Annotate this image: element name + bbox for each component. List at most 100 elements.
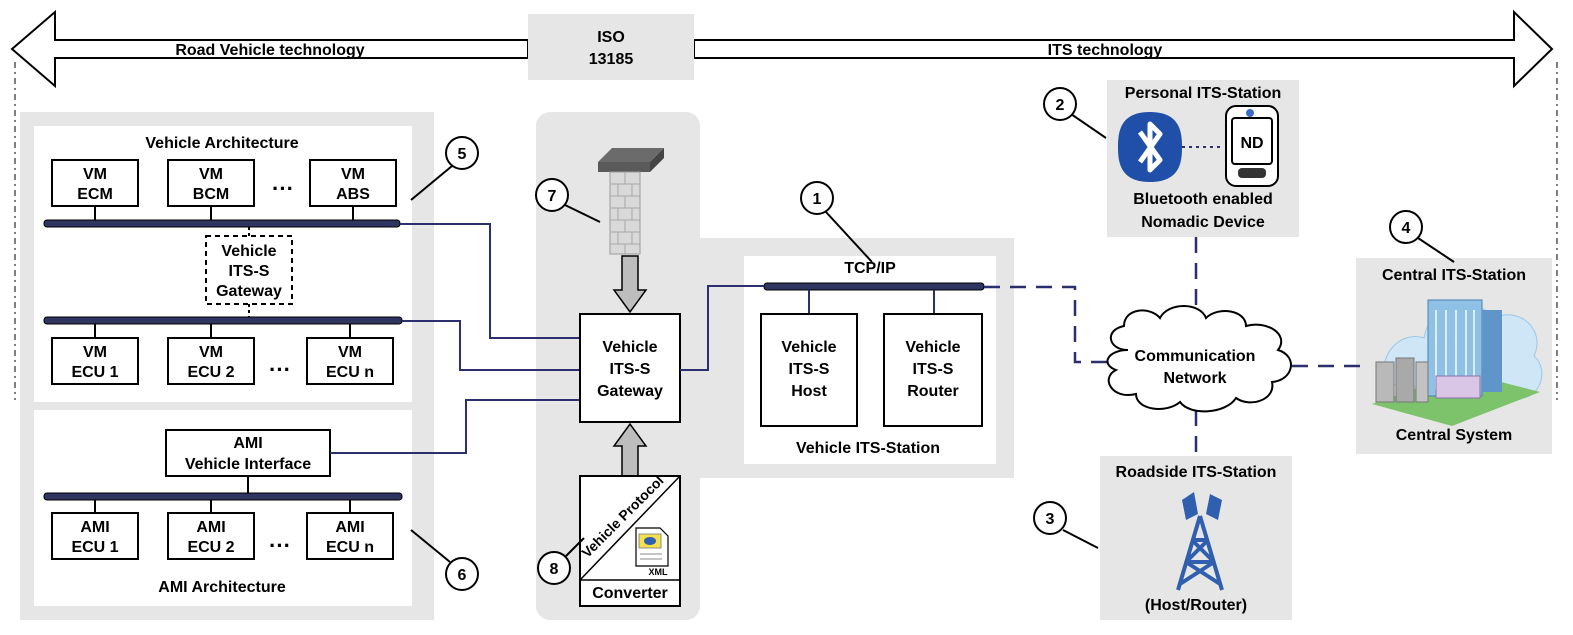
vehicle-its-station: TCP/IP Vehicle ITS-S Host Vehicle ITS-S …	[744, 256, 996, 464]
vm-ecun-l2: ECU n	[326, 364, 374, 381]
vehicle-bottom-bus	[43, 316, 403, 325]
ami-ecu1-l2: ECU 1	[71, 539, 118, 556]
callouts: 1 2 3 4 5 6 7 8	[410, 87, 1455, 591]
vm-ecu1-l2: ECU 1	[71, 364, 118, 381]
callout-3-label: 3	[1046, 511, 1055, 528]
ami-interface-l2: Vehicle Interface	[185, 456, 311, 473]
vehicle-gateway-l1: Vehicle	[221, 243, 276, 260]
banner: Road Vehicle technology ISO 13185 ITS te…	[10, 9, 1558, 400]
vm-ecu2-l2: ECU 2	[187, 364, 234, 381]
ami-ecu2-l1: AMI	[196, 519, 225, 536]
callout-5	[445, 136, 479, 170]
callout-7-label: 7	[548, 188, 557, 205]
callout-8	[537, 551, 571, 585]
vehicle-gateway-l2: ITS-S	[229, 263, 270, 280]
vehicle-top-bus	[43, 219, 401, 228]
ami-interface-l1: AMI	[233, 435, 262, 452]
roadside-caption: (Host/Router)	[1145, 597, 1247, 614]
iso-label: ISO	[597, 29, 625, 46]
vm-ecu2-box	[167, 337, 255, 385]
building-icon	[1372, 299, 1543, 426]
callout-2	[1043, 87, 1077, 121]
its-host-l1: Vehicle	[781, 339, 836, 356]
vehicle-arch-title: Vehicle Architecture	[145, 135, 298, 152]
gateway-wires	[330, 223, 580, 454]
ami-ecun-l1: AMI	[335, 519, 364, 536]
center-gateway-l1: Vehicle	[602, 339, 657, 356]
vm-bcm-l1: VM	[199, 166, 223, 183]
center-gateway-l2: ITS-S	[610, 361, 651, 378]
ami-ecu2-box	[167, 512, 255, 560]
central-caption: Central System	[1396, 427, 1513, 444]
ami-ecun-l2: ECU n	[326, 539, 374, 556]
ami-ecu1-l1: AMI	[80, 519, 109, 536]
road-vehicle-label: Road Vehicle technology	[175, 42, 364, 59]
right-arrow	[693, 9, 1554, 89]
network-links	[984, 237, 1360, 456]
vm-ecm-box	[51, 159, 139, 207]
ami-bus	[43, 492, 403, 501]
roadside-its-station: Roadside ITS-Station (Host/Router)	[1116, 464, 1277, 614]
callout-4	[1389, 210, 1423, 244]
firewall-arrow	[612, 255, 648, 314]
personal-caption-l1: Bluetooth enabled	[1133, 191, 1273, 208]
vehicle-architecture: Vehicle Architecture VM ECM VM BCM ··· V…	[34, 126, 412, 402]
vm-ecu1-box	[51, 337, 139, 385]
gateway-to-tcpip-wire	[680, 285, 764, 371]
vm-ecu2-l1: VM	[199, 344, 223, 361]
personal-title: Personal ITS-Station	[1125, 85, 1281, 102]
firewall-icon	[598, 148, 664, 255]
its-router-box	[883, 313, 983, 427]
vm-ecm-l1: VM	[83, 166, 107, 183]
vm-abs-l1: VM	[341, 166, 365, 183]
its-router-l3: Router	[907, 383, 959, 400]
ami-interface-box	[165, 429, 331, 477]
callout-4-label: 4	[1402, 220, 1411, 237]
vehicle-gateway-l3: Gateway	[216, 283, 282, 300]
callout-8-label: 8	[550, 561, 559, 578]
center-gateway-l3: Gateway	[597, 383, 663, 400]
its-station-title: Vehicle ITS-Station	[796, 440, 940, 457]
iso-number: 13185	[589, 51, 634, 68]
its-technology-label: ITS technology	[1048, 42, 1163, 59]
vehicle-gateway-box	[205, 235, 293, 305]
ami-ecu2-l2: ECU 2	[187, 539, 234, 556]
ami-ecu1-box	[51, 512, 139, 560]
personal-its-station: Personal ITS-Station ND Bluetooth enable…	[1118, 85, 1281, 231]
xml-label: XML	[649, 567, 669, 577]
nd-label: ND	[1240, 135, 1263, 152]
xml-file-icon	[635, 527, 669, 567]
ami-architecture: AMI Vehicle Interface AMI ECU 1 AMI ECU …	[34, 410, 412, 606]
personal-caption-l2: Nomadic Device	[1141, 214, 1265, 231]
central-its-station: Central ITS-Station Central System	[1372, 267, 1543, 444]
vm-ecu1-l1: VM	[83, 344, 107, 361]
callout-2-label: 2	[1056, 97, 1065, 114]
its-host-l3: Host	[791, 383, 827, 400]
callout-1	[800, 181, 834, 215]
vm-ecun-l1: VM	[338, 344, 362, 361]
converter-label: Converter	[592, 585, 668, 602]
iso-box	[528, 14, 694, 80]
network-l1: Communication	[1135, 348, 1256, 365]
network-l2: Network	[1163, 370, 1226, 387]
vm-bcm-l2: BCM	[193, 186, 229, 203]
its-host-box	[760, 313, 858, 427]
center-stack: Vehicle ITS-S Gateway Vehicle Protocol X…	[578, 148, 681, 607]
antenna-tower-icon	[1176, 492, 1224, 591]
its-router-l2: ITS-S	[913, 361, 954, 378]
ami-arch-title: AMI Architecture	[158, 579, 286, 596]
nomadic-device-icon	[1225, 105, 1279, 187]
left-arrow	[10, 9, 529, 89]
callout-1-label: 1	[813, 191, 822, 208]
ami-ellipsis: ···	[269, 533, 291, 558]
callout-5-label: 5	[458, 146, 467, 163]
callout-3	[1033, 501, 1067, 535]
its-host-l2: ITS-S	[789, 361, 830, 378]
vm-ecun-box	[306, 337, 394, 385]
vm-top-ellipsis: ···	[272, 176, 294, 201]
callout-7	[535, 178, 569, 212]
callout-6	[445, 557, 479, 591]
vm-abs-l2: ABS	[336, 186, 370, 203]
center-gateway-box	[579, 313, 681, 423]
